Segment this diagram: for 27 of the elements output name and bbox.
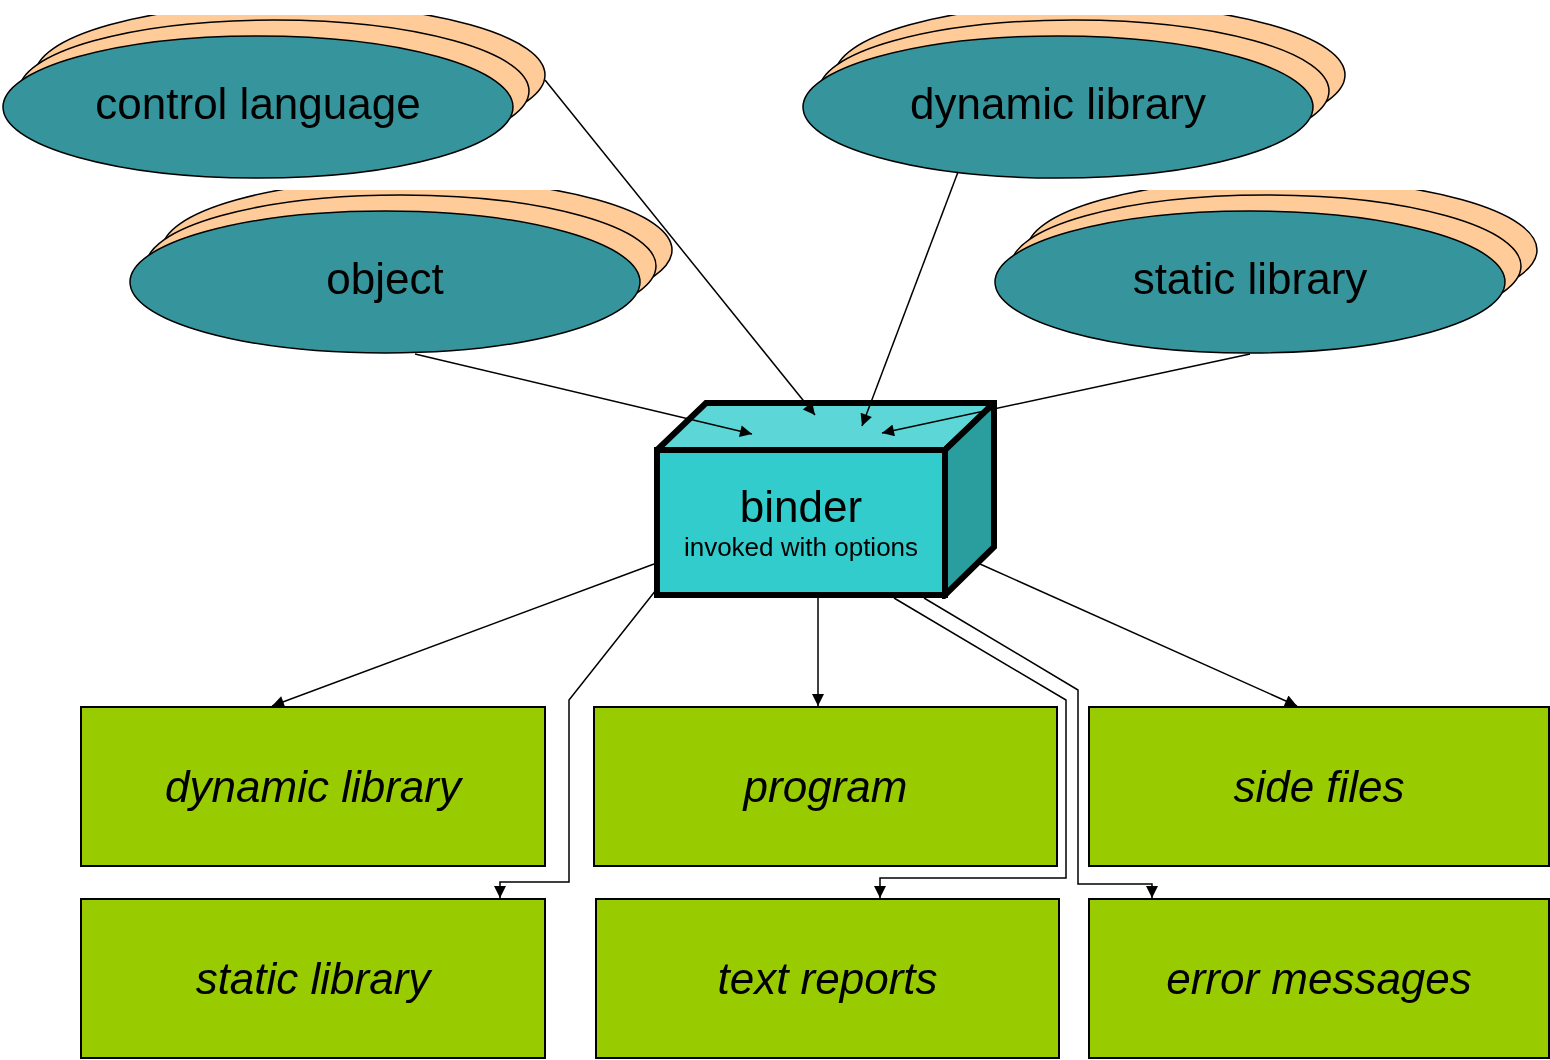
output-box <box>1088 898 1550 1059</box>
arrow <box>979 563 1298 707</box>
node-label: error messages <box>1166 953 1472 1004</box>
node-label: control language <box>94 79 422 129</box>
node-label: static library <box>195 953 431 1004</box>
node-label: static library <box>1131 254 1369 304</box>
node-title: binder <box>739 482 863 532</box>
arrow <box>544 79 816 416</box>
arrow <box>860 171 959 427</box>
node-label: dynamic library <box>909 79 1207 129</box>
node-label: program <box>743 761 908 812</box>
node-subtitle: invoked with options <box>683 532 919 563</box>
arrow <box>812 597 824 707</box>
arrow <box>271 563 655 708</box>
node-label: object <box>325 254 445 304</box>
output-box <box>595 898 1060 1059</box>
node-label: dynamic library <box>165 761 461 812</box>
arrow <box>874 597 1067 899</box>
output-box <box>1088 706 1550 867</box>
output-box <box>80 898 546 1059</box>
output-box <box>80 706 546 867</box>
node-label: side files <box>1233 761 1405 812</box>
node-label: text reports <box>717 953 938 1004</box>
arrow <box>414 353 753 438</box>
arrow <box>881 353 1251 437</box>
arrow <box>923 597 1158 899</box>
output-box <box>593 706 1058 867</box>
